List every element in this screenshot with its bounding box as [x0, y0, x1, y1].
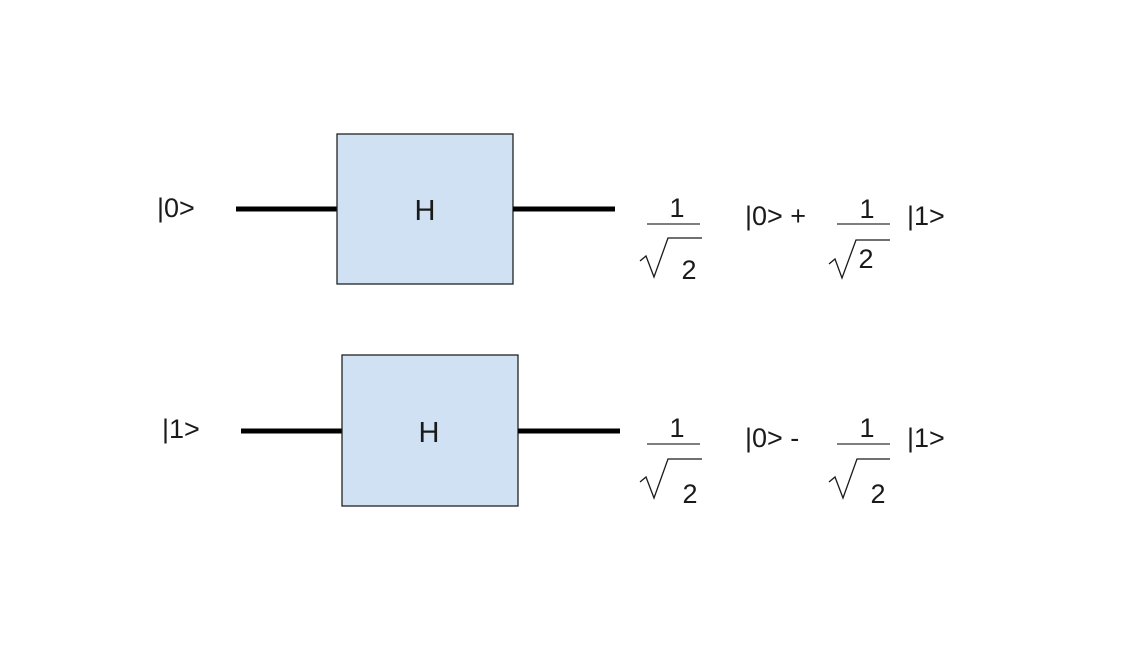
fraction-numerator: 1 [669, 193, 684, 223]
input-state-label: |0> [157, 193, 195, 223]
circuit-row-1: |0> H 1 2 |0> + 1 2 |1> [157, 133, 945, 285]
fraction-numerator: 1 [859, 194, 874, 224]
coefficient-fraction: 1 2 [828, 413, 890, 509]
ket-zero-term: |0> + [745, 201, 806, 231]
input-state-label: |1> [162, 414, 200, 444]
coefficient-fraction: 1 2 [639, 193, 702, 285]
ket-zero-term: |0> - [745, 423, 799, 453]
coefficient-fraction: 1 2 [639, 413, 702, 509]
coefficient-fraction: 1 2 [828, 194, 890, 280]
fraction-denominator: 2 [681, 255, 696, 285]
fraction-denominator: 2 [682, 479, 697, 509]
hadamard-gate: H [336, 133, 514, 285]
fraction-denominator: 2 [870, 479, 885, 509]
square-root-icon [828, 458, 890, 500]
fraction-numerator: 1 [669, 413, 684, 443]
gate-label: H [419, 417, 440, 449]
gate-label: H [415, 195, 436, 227]
fraction-denominator: 2 [858, 244, 873, 274]
square-root-icon [639, 237, 702, 279]
square-root-icon [828, 239, 890, 280]
square-root-icon [639, 458, 702, 500]
output-expression: 1 2 |0> - 1 2 |1> [639, 413, 945, 509]
ket-one-term: |1> [907, 201, 945, 231]
gate-box [336, 133, 514, 285]
hadamard-gate: H [341, 354, 519, 507]
circuit-row-2: |1> H 1 2 |0> - 1 2 |1> [162, 354, 945, 509]
output-expression: 1 2 |0> + 1 2 |1> [639, 193, 945, 285]
gate-box [341, 354, 519, 507]
fraction-numerator: 1 [859, 413, 874, 443]
ket-one-term: |1> [907, 423, 945, 453]
